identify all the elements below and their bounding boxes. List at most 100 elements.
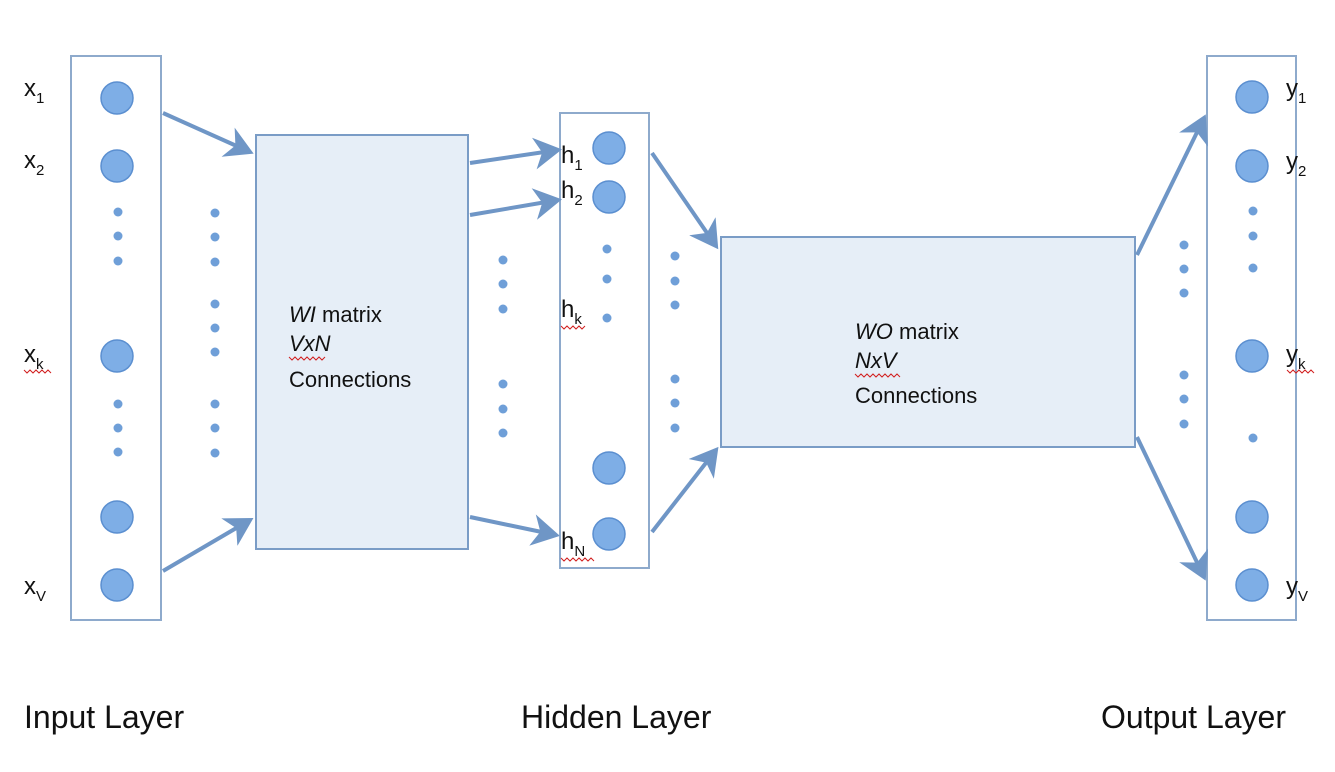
output-node-v bbox=[1235, 568, 1269, 602]
ellipsis-dot bbox=[1179, 264, 1189, 274]
arrow-wi-to-hn bbox=[469, 514, 560, 546]
spellcheck-underline bbox=[854, 373, 901, 378]
arrow-input-to-wi-bottom bbox=[161, 517, 254, 573]
ellipsis-dot bbox=[498, 279, 508, 289]
wi-matrix-dims: VxN bbox=[289, 331, 331, 356]
ellipsis-dot bbox=[670, 374, 680, 384]
hidden-label-1: h1 bbox=[561, 142, 583, 174]
arrow-wi-to-h1 bbox=[469, 137, 562, 170]
arrow-wi-to-h2 bbox=[469, 188, 562, 220]
svg-text:yk: yk bbox=[1286, 341, 1306, 373]
input-node-2 bbox=[100, 149, 134, 183]
output-ellipsis-dot bbox=[1248, 433, 1258, 443]
input-layer-caption: Input Layer bbox=[24, 699, 184, 735]
wo-matrix-title: WO matrix bbox=[855, 319, 959, 344]
output-node-2 bbox=[1235, 149, 1269, 183]
ellipsis-dot bbox=[210, 232, 220, 242]
hidden-layer-caption: Hidden Layer bbox=[521, 699, 712, 735]
hidden-node-n-minus bbox=[592, 451, 626, 485]
ellipsis-dot bbox=[210, 448, 220, 458]
output-ellipsis-dot bbox=[1248, 263, 1258, 273]
svg-text:y2: y2 bbox=[1286, 148, 1306, 180]
svg-text:x1: x1 bbox=[24, 75, 44, 107]
input-label-k: xk bbox=[23, 341, 52, 374]
input-ellipsis-dot bbox=[113, 256, 123, 266]
ellipsis-dot bbox=[670, 251, 680, 261]
svg-text:yV: yV bbox=[1286, 573, 1308, 605]
ellipsis-dot bbox=[670, 398, 680, 408]
ellipsis-dot bbox=[498, 304, 508, 314]
ellipsis-dot bbox=[498, 404, 508, 414]
ellipsis-dot bbox=[210, 399, 220, 409]
svg-text:xk: xk bbox=[24, 341, 44, 373]
arrow-wo-to-output-top bbox=[1135, 114, 1208, 256]
hidden-ellipsis-dot bbox=[602, 244, 612, 254]
hidden-node-1 bbox=[592, 131, 626, 165]
arrow-hidden-to-wo-top bbox=[650, 151, 719, 250]
arrow-hidden-to-wo-bottom bbox=[650, 446, 719, 534]
wo-matrix-connections: Connections bbox=[855, 383, 977, 408]
hidden-node-2 bbox=[592, 180, 626, 214]
ellipsis-dot bbox=[670, 276, 680, 286]
ellipsis-dot bbox=[1179, 370, 1189, 380]
output-node-k bbox=[1235, 339, 1269, 373]
output-node-1 bbox=[1235, 80, 1269, 114]
output-label-k: yk bbox=[1286, 341, 1315, 374]
hidden-node-n bbox=[592, 517, 626, 551]
ellipsis-dot bbox=[1179, 288, 1189, 298]
hidden-label-2: h2 bbox=[561, 177, 583, 209]
output-ellipsis-dot bbox=[1248, 206, 1258, 216]
hidden-ellipsis-dot bbox=[602, 274, 612, 284]
input-label-1: x1 bbox=[24, 75, 44, 107]
input-node-1 bbox=[100, 81, 134, 115]
input-ellipsis-dot bbox=[113, 399, 123, 409]
svg-text:y1: y1 bbox=[1286, 75, 1306, 107]
spellcheck-underline bbox=[288, 356, 326, 361]
ellipsis-dot bbox=[670, 300, 680, 310]
spellcheck-underline bbox=[1286, 369, 1315, 374]
ellipsis-dot bbox=[1179, 240, 1189, 250]
output-label-2: y2 bbox=[1286, 148, 1306, 180]
svg-text:hN: hN bbox=[561, 528, 585, 560]
hidden-ellipsis-dot bbox=[602, 313, 612, 323]
input-node-v bbox=[100, 568, 134, 602]
input-label-v: xV bbox=[24, 573, 46, 605]
wi-matrix-connections: Connections bbox=[289, 367, 411, 392]
wo-matrix-dims: NxV bbox=[855, 348, 899, 373]
ellipsis-dot bbox=[210, 299, 220, 309]
ellipsis-dot bbox=[210, 208, 220, 218]
output-node-v-minus bbox=[1235, 500, 1269, 534]
ellipsis-dot bbox=[670, 423, 680, 433]
svg-text:x2: x2 bbox=[24, 147, 44, 179]
ellipsis-dot bbox=[1179, 394, 1189, 404]
svg-text:h1: h1 bbox=[561, 142, 583, 174]
svg-text:h2: h2 bbox=[561, 177, 583, 209]
input-node-v-minus bbox=[100, 500, 134, 534]
output-label-v: yV bbox=[1286, 573, 1308, 605]
input-layer-box bbox=[70, 55, 162, 621]
input-ellipsis-dot bbox=[113, 447, 123, 457]
svg-text:hk: hk bbox=[561, 296, 582, 328]
ellipsis-dot bbox=[210, 423, 220, 433]
svg-text:xV: xV bbox=[24, 573, 46, 605]
hidden-label-n: hN bbox=[560, 528, 595, 562]
ellipsis-dot bbox=[210, 347, 220, 357]
output-label-1: y1 bbox=[1286, 75, 1306, 107]
ellipsis-dot bbox=[1179, 419, 1189, 429]
input-ellipsis-dot bbox=[113, 207, 123, 217]
spellcheck-underline bbox=[23, 369, 52, 374]
input-label-2: x2 bbox=[24, 147, 44, 179]
input-ellipsis-dot bbox=[113, 231, 123, 241]
output-ellipsis-dot bbox=[1248, 231, 1258, 241]
input-node-k bbox=[100, 339, 134, 373]
ellipsis-dot bbox=[210, 323, 220, 333]
ellipsis-dot bbox=[498, 255, 508, 265]
input-ellipsis-dot bbox=[113, 423, 123, 433]
ellipsis-dot bbox=[210, 257, 220, 267]
ellipsis-dot bbox=[498, 379, 508, 389]
hidden-label-k: hk bbox=[560, 296, 586, 330]
wi-matrix-title: WI matrix bbox=[289, 302, 382, 327]
ellipsis-dot bbox=[498, 428, 508, 438]
output-layer-box bbox=[1206, 55, 1297, 621]
